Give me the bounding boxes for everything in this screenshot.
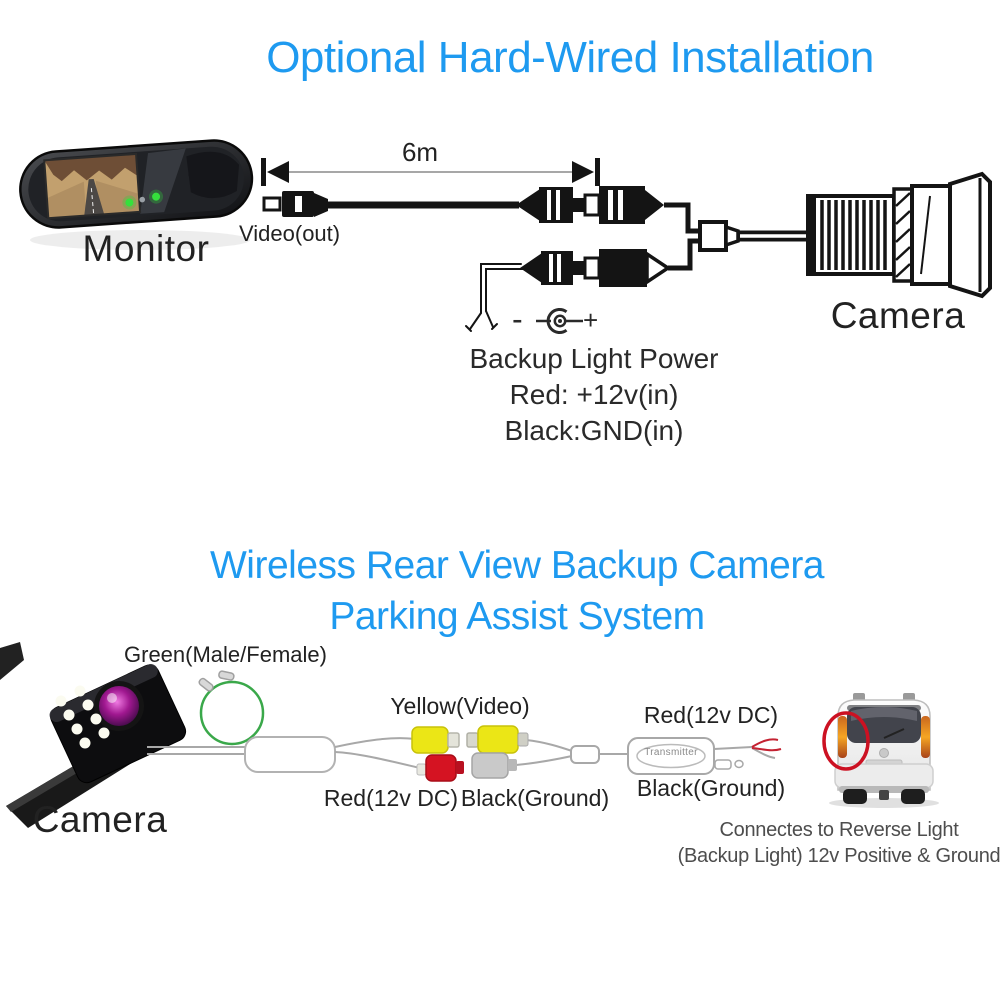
note-line1: Connectes to Reverse Light xyxy=(719,819,959,841)
red-power-wire xyxy=(751,738,782,752)
wire-harness xyxy=(147,736,782,775)
green-extension-wire xyxy=(198,670,273,748)
note-line2: (Backup Light) 12v Positive & Ground xyxy=(677,845,1000,867)
dc-plus-sign: + xyxy=(583,305,599,335)
camera-led-lights xyxy=(55,685,110,749)
power-note-red: Red: +12v(in) xyxy=(509,379,679,410)
black-ground-label: Black(Ground) xyxy=(460,785,610,811)
wireless-title: Wireless Rear View Backup Camera Parking… xyxy=(167,540,867,642)
wireless-title-line2: Parking Assist System xyxy=(329,595,705,638)
monitor-led-indicators xyxy=(122,189,164,210)
suv-rear-illustration xyxy=(822,693,939,808)
rearview-mirror-illustration xyxy=(19,139,254,250)
dc-minus-sign: - xyxy=(512,301,523,337)
power-cable-illustration xyxy=(465,238,702,332)
transmitter-label: Transmitter xyxy=(644,747,698,758)
camera-label-wireless: Camera xyxy=(32,799,168,840)
monitor-label: Monitor xyxy=(82,228,210,269)
inline-module xyxy=(244,736,336,773)
power-note-title: Backup Light Power xyxy=(469,343,719,374)
camera-cable xyxy=(698,220,810,252)
transmitter-red-label: Red(12v DC) xyxy=(643,702,779,728)
power-note-black: Black:GND(in) xyxy=(504,415,684,446)
green-connector-label: Green(Male/Female) xyxy=(124,642,327,667)
yellow-video-label: Yellow(Video) xyxy=(390,693,530,719)
yellow-rca-pair xyxy=(411,725,529,754)
hardwired-title: Optional Hard-Wired Installation xyxy=(266,33,874,82)
red-black-power-pair xyxy=(416,752,517,782)
bare-wire-leads xyxy=(465,263,528,332)
inline-connector xyxy=(570,745,600,764)
dc-power-symbol xyxy=(536,308,583,334)
reverse-light-note: Connectes to Reverse Light (Backup Light… xyxy=(539,817,1000,869)
wireless-title-line1: Wireless Rear View Backup Camera xyxy=(210,544,825,587)
red-power-label: Red(12v DC) xyxy=(323,785,459,811)
camera-label-hardwired: Camera xyxy=(830,295,966,336)
dimension-line-6m xyxy=(261,158,600,186)
cable-length-label: 6m xyxy=(401,137,439,167)
camera-barrel-illustration xyxy=(806,171,992,299)
video-out-label: Video(out) xyxy=(239,221,341,246)
backup-light-power-note: Backup Light Power Red: +12v(in) Black:G… xyxy=(444,341,744,449)
transmitter-black-label: Black(Ground) xyxy=(636,775,786,801)
taillight-highlight-circle xyxy=(822,711,870,771)
video-cable-illustration xyxy=(262,186,702,234)
